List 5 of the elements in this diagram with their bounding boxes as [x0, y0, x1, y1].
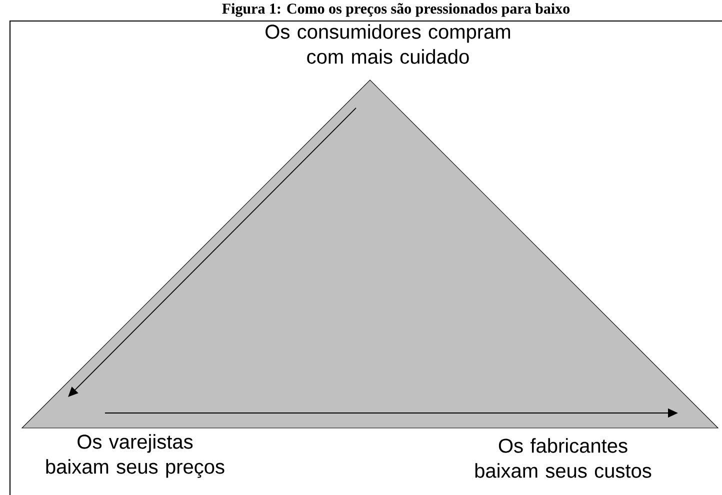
title: Figura 1: Como os preços são pressionados para baixo	[222, 3, 570, 17]
arrow	[68, 108, 356, 397]
node-text: Os consumidores compram com mais cuidado	[266, 24, 510, 64]
node-text: Os varejistas baixam seus preços	[46, 434, 224, 478]
node-text: Os fabricantes baixam seus custos	[475, 438, 652, 478]
